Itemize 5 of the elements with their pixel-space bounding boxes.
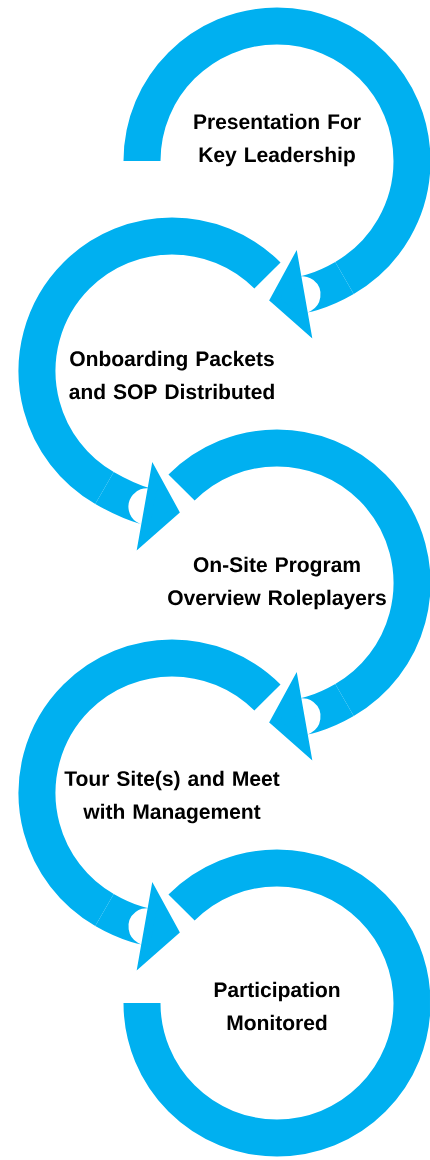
step-label: Participation Monitored [214, 981, 340, 1031]
step-label: Tour Site(s) and Meet with Management [64, 770, 280, 824]
step-label: Onboarding Packets and SOP Distributed [69, 350, 274, 400]
step-label: On-Site Program Overview Roleplayers [168, 556, 386, 610]
step-label: Presentation For Key Leadership [194, 113, 361, 167]
